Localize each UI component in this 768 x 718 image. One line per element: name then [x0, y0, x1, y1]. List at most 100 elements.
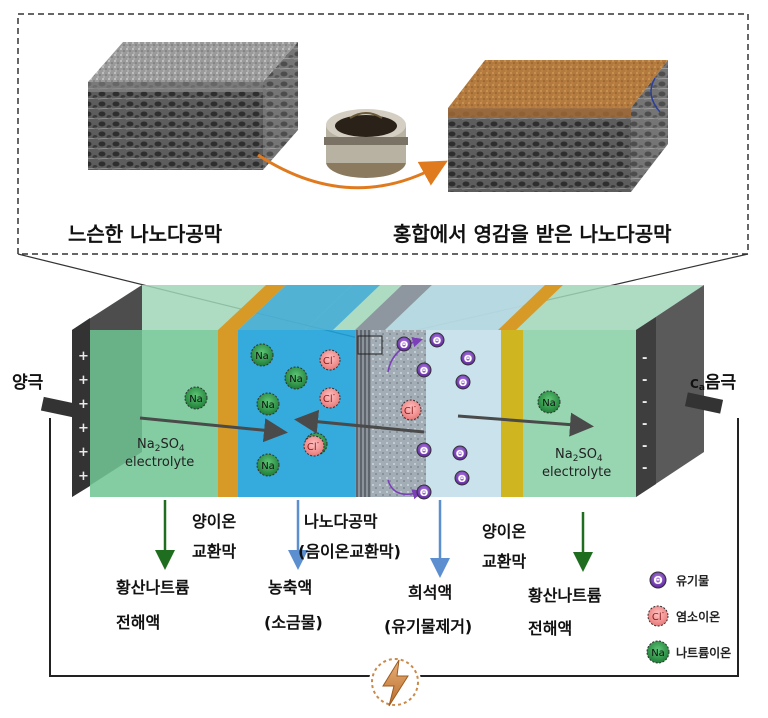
right-cation-membrane-label-1: 양이온 [482, 522, 526, 541]
svg-text:Cl-: Cl- [307, 439, 320, 453]
org-ion: Θ [416, 362, 432, 378]
organic-reject-arrow-top [387, 337, 423, 373]
org-ion: Θ [416, 484, 432, 500]
minus-sign: - [642, 461, 647, 476]
cl-ion: Cl- [319, 387, 341, 409]
minus-signs: - - - - - - [642, 351, 647, 476]
na-flow-arrow-left [139, 416, 288, 443]
svg-text:Θ: Θ [420, 488, 429, 499]
svg-text:Θ: Θ [400, 340, 409, 351]
org-ion: Θ [396, 336, 412, 352]
plus-signs: + + + + + + [78, 349, 89, 484]
mussel-inspired-membrane-image [448, 60, 668, 192]
svg-text:Θ: Θ [464, 354, 473, 365]
minus-sign: - [642, 373, 647, 388]
left-cation-membrane [218, 330, 238, 497]
left-cation-membrane-label-2: 교환막 [192, 542, 236, 561]
legend-label: 유기물 [676, 573, 709, 588]
anolyte-compartment [90, 330, 218, 497]
plus-sign: + [78, 397, 89, 412]
svg-text:Θ: Θ [456, 449, 465, 460]
org-ion: Θ [416, 442, 432, 458]
cl-ion: Cl- [400, 399, 422, 421]
na-ion: Na [256, 392, 280, 416]
minus-sign: - [642, 395, 647, 410]
org-ion: Θ [452, 445, 468, 461]
minus-sign: - [642, 351, 647, 366]
plus-sign: + [78, 421, 89, 436]
anolyte-word: electrolyte [125, 455, 194, 470]
minus-sign: - [642, 439, 647, 454]
loose-nanoporous-membrane-image [88, 42, 298, 170]
na-ion: Na [537, 390, 561, 414]
na-flow-arrow-right [457, 412, 594, 437]
svg-text:Na: Na [189, 394, 203, 405]
svg-text:Θ: Θ [653, 574, 662, 587]
mussel-icon [324, 109, 408, 178]
organic-reject-arrow-bottom [387, 479, 423, 500]
na-ion: Na [284, 366, 308, 390]
plus-sign: + [78, 349, 89, 364]
right-electrolyte-label-2: 전해액 [528, 619, 572, 638]
anode-terminal [40, 396, 76, 418]
nano-membrane-label-1: 나노다공막 [304, 512, 378, 531]
svg-text:Θ: Θ [420, 366, 429, 377]
right-cation-membrane-label-2: 교환막 [482, 552, 526, 571]
svg-text:Na: Na [289, 374, 303, 385]
org-ion: Θ [429, 332, 445, 348]
org-ion: Θ [455, 374, 471, 390]
svg-text:Cl-: Cl- [323, 391, 336, 405]
dilute-label-2: (유기물제거) [384, 617, 472, 636]
concentrate-label-1: 농축액 [268, 578, 312, 597]
zoom-region-box [357, 335, 383, 355]
svg-text:Θ: Θ [433, 336, 442, 347]
svg-text:Na: Na [261, 400, 275, 411]
catholyte-formula: Na2SO4 [555, 447, 603, 464]
svg-text:Na: Na [651, 648, 665, 659]
left-electrolyte-label-1: 황산나트륨 [116, 578, 190, 597]
na-ion: Na [184, 386, 208, 410]
svg-text:Θ: Θ [459, 378, 468, 389]
anode-label: 양극 [12, 373, 44, 393]
cl-ion: Cl- [303, 435, 325, 457]
plus-sign: + [78, 445, 89, 460]
na-ion: Na [256, 453, 280, 477]
minus-sign: - [642, 417, 647, 432]
cl-ion: Cl- [319, 349, 341, 371]
legend-item: Θ 유기물 [649, 571, 709, 589]
svg-text:Na: Na [542, 398, 556, 409]
nano-membrane-label-2: (음이온교환막) [298, 542, 401, 561]
ion-legend: Θ 유기물 Cl- 염소이온 Na 나트륨이온 [646, 571, 731, 664]
concentrate-label-2: (소금물) [264, 613, 323, 632]
catholyte-word: electrolyte [542, 465, 611, 480]
svg-text:Θ: Θ [420, 446, 429, 457]
svg-text:Cl-: Cl- [652, 609, 665, 623]
svg-text:Cl-: Cl- [323, 353, 336, 367]
right-cation-membrane [501, 330, 523, 497]
power-source-icon [369, 656, 421, 708]
org-ion: Θ [454, 470, 470, 486]
legend-item: Na 나트륨이온 [646, 640, 731, 664]
mussel-membrane-caption: 홍합에서 영감을 받은 나노다공막 [393, 222, 672, 246]
org-ion: Θ [460, 350, 476, 366]
na-ion: Na [250, 343, 274, 367]
loose-membrane-caption: 느슨한 나노다공막 [68, 222, 223, 246]
cl-flow-arrow [294, 409, 425, 434]
legend-label: 나트륨이온 [676, 645, 731, 660]
anolyte-formula: Na2SO4 [137, 437, 185, 454]
svg-text:Na: Na [261, 461, 275, 472]
svg-text:Cl-: Cl- [404, 403, 417, 417]
svg-text:Θ: Θ [458, 474, 467, 485]
dilute-label-1: 희석액 [408, 583, 452, 602]
nanoporous-membrane-face [355, 330, 371, 497]
plus-sign: + [78, 373, 89, 388]
left-electrolyte-label-2: 전해액 [116, 613, 160, 632]
svg-text:Na: Na [255, 351, 269, 362]
right-electrolyte-label-1: 황산나트륨 [528, 586, 602, 605]
legend-label: 염소이온 [676, 609, 720, 624]
cathode-label: Ca음극 [690, 373, 737, 393]
cathode-terminal [684, 392, 724, 414]
plus-sign: + [78, 469, 89, 484]
